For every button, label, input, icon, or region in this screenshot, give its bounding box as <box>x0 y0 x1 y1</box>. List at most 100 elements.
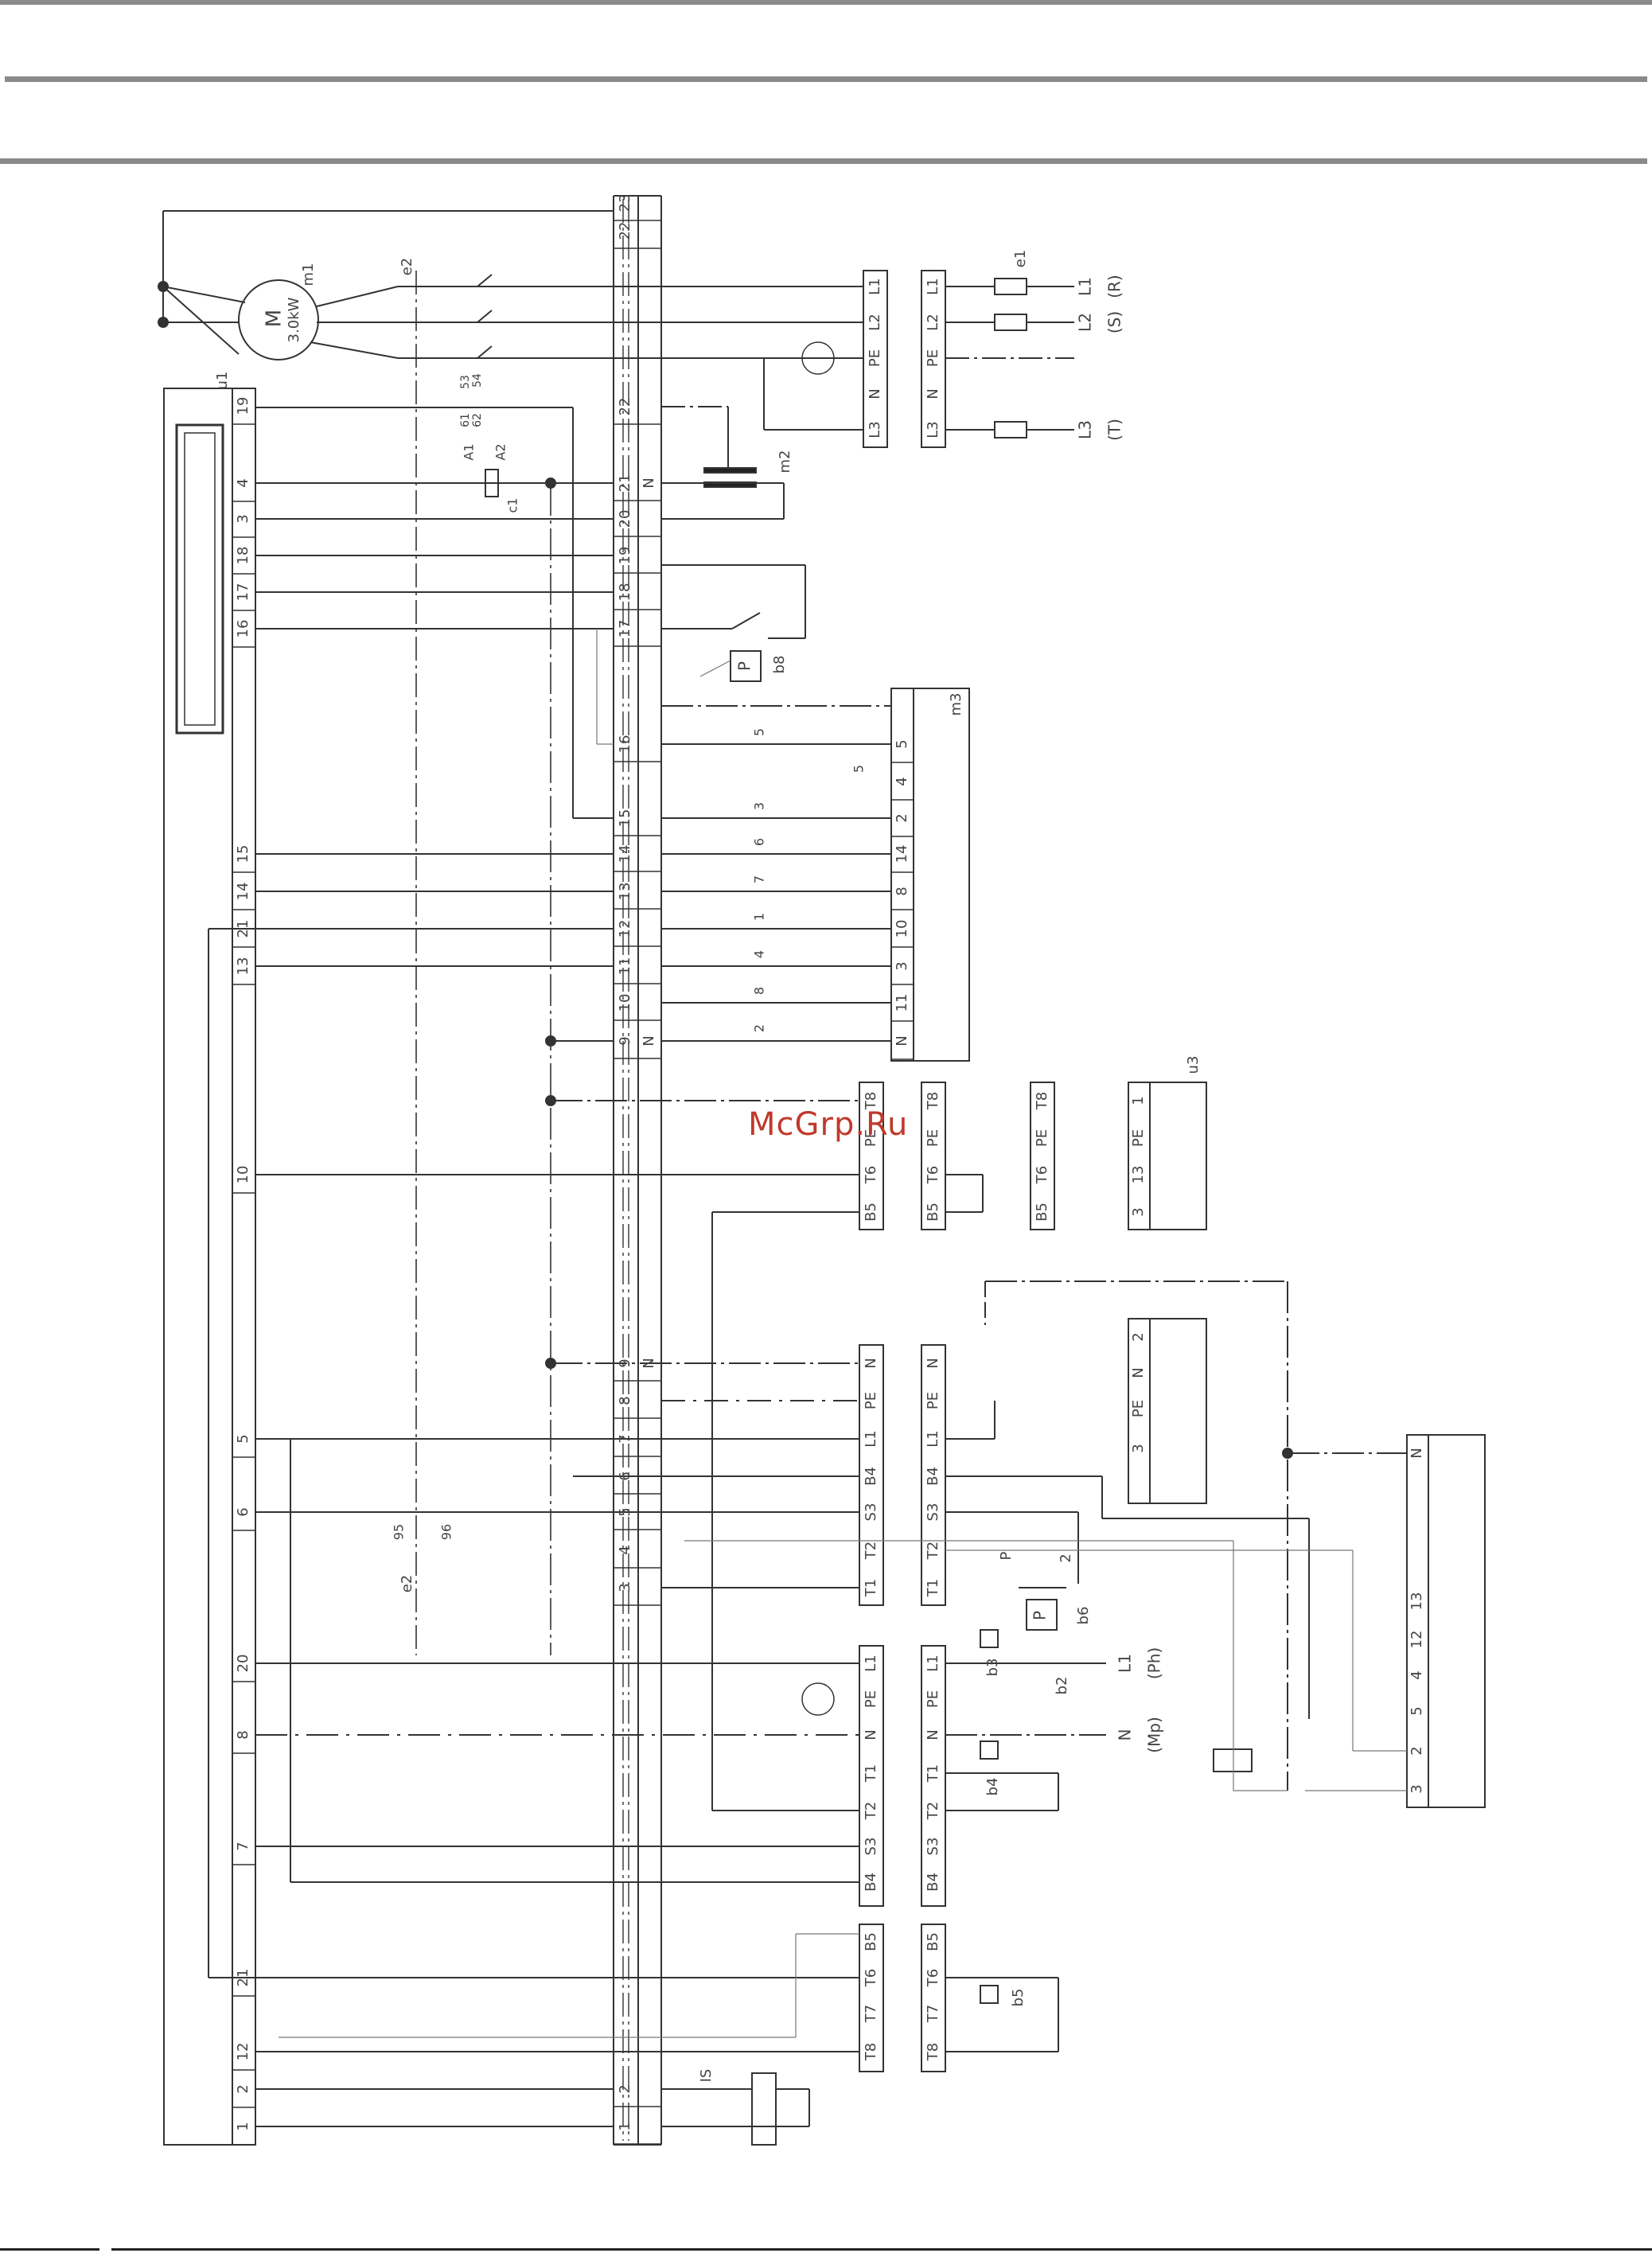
conn-d-right <box>921 1924 946 2072</box>
u1-terminal-label: 4 <box>235 478 251 487</box>
module-right-top <box>1128 1318 1207 1504</box>
conn-b-pin: S3 <box>863 1503 879 1522</box>
u1-terminal-label: 17 <box>235 583 251 602</box>
conn-b-pin: PE <box>925 1392 941 1409</box>
conn-d-pin: B5 <box>863 1932 879 1951</box>
main-strip-terminal: 2 <box>617 2084 633 2093</box>
u1-terminal-label: 2 <box>235 2084 251 2093</box>
fuse-block-ref: e1 <box>1012 250 1029 268</box>
m3-pin: 4 <box>894 777 910 785</box>
u3-pin: 3 <box>1130 1207 1147 1216</box>
m3-pin: 3 <box>894 961 910 970</box>
conn-u3-right <box>921 1082 946 1230</box>
footer-rule-right <box>111 2248 1652 2251</box>
m3-wire-label: 8 <box>752 987 767 995</box>
u1-terminal-label: 14 <box>235 883 251 901</box>
aux-contact-label: 61 <box>459 413 472 427</box>
conn-c-pin: PE <box>925 1690 941 1708</box>
main-strip-terminal: 10 <box>617 994 633 1012</box>
u1-terminal-label: 8 <box>235 1730 251 1739</box>
right-block-pin: 5 <box>1408 1706 1425 1715</box>
m3-pin: 5 <box>894 739 910 748</box>
module-u3-ref: u3 <box>1185 1056 1202 1074</box>
switch-b4-label: b4 <box>984 1778 1001 1796</box>
u1-terminal-label: 7 <box>235 1842 251 1850</box>
conn-b-pin: L1 <box>925 1430 941 1447</box>
supply-connector-left <box>863 270 888 448</box>
main-strip-terminal: 21 <box>617 474 633 493</box>
supply-pin-right: N <box>925 388 941 399</box>
m3-wire-label: 5 <box>752 728 767 736</box>
switch-is <box>751 2072 777 2146</box>
data-driven-labels: 1943181716151421131056208721122123222221… <box>214 194 1425 2146</box>
supply-pin-left: L3 <box>867 421 883 438</box>
main-strip-terminal: 22 <box>617 398 633 416</box>
conn-c-pin: L1 <box>863 1655 879 1671</box>
conn-c-pin: T1 <box>863 1764 879 1783</box>
footer-rule-left <box>0 2248 99 2251</box>
watermark: McGrp.Ru <box>748 1106 909 1143</box>
pump-module-ref: m3 <box>948 693 964 716</box>
right-block-pin: 3 <box>1408 1784 1425 1793</box>
b6-ref: b6 <box>1075 1607 1092 1625</box>
conn-b-pin: B4 <box>925 1467 941 1486</box>
supply-pin-right: L3 <box>925 421 941 438</box>
main-strip-terminal: 20 <box>617 510 633 528</box>
conn-c-pin: T1 <box>925 1764 941 1783</box>
motor-m1-circle <box>238 279 319 361</box>
supply2-line: L1 <box>1116 1654 1135 1673</box>
fuse-l1 <box>994 278 1027 295</box>
motor-symbol: M <box>263 310 286 327</box>
conn-c-pin: N <box>925 1729 941 1740</box>
conn-c-left <box>859 1645 884 1907</box>
main-strip-terminal: 12 <box>617 920 633 938</box>
b6-p-label: P <box>1031 1611 1050 1620</box>
u1-terminal-label: 13 <box>235 957 251 976</box>
main-strip-terminal: 7 <box>617 1434 633 1443</box>
switch-b3-label: b3 <box>984 1659 1001 1677</box>
supply-pin-left: PE <box>867 349 883 367</box>
conn-c-right <box>921 1645 946 1907</box>
conn-u3-pin: T8 <box>1034 1092 1050 1110</box>
right-block-pin: 12 <box>1408 1631 1425 1649</box>
conn-d-pin: T7 <box>863 2005 879 2023</box>
relay-box <box>1213 1748 1253 1772</box>
overload-ref: e2 <box>399 1575 415 1593</box>
conn-b-pin: T1 <box>925 1579 941 1597</box>
signal-wiring <box>279 629 1407 2038</box>
aux-contact-label: 62 <box>471 413 484 427</box>
coil-ref: c1 <box>505 498 520 513</box>
aux-contact-label: 54 <box>471 373 484 388</box>
conn-c-pin: L1 <box>925 1655 941 1671</box>
conn-d-pin: T8 <box>863 2043 879 2061</box>
conn-u3-pin: PE <box>863 1129 879 1147</box>
switch-b5 <box>980 1985 999 2004</box>
m3-wire-label: 2 <box>752 1024 767 1032</box>
conn-b-right <box>921 1344 946 1606</box>
main-strip-terminal: 22 <box>617 222 633 240</box>
conn-u3-pin: T6 <box>1034 1166 1050 1184</box>
supply-pin-left: L2 <box>867 314 883 330</box>
main-strip-terminal: 17 <box>617 620 633 638</box>
switch-b5-label: b5 <box>1010 1989 1027 2007</box>
u1-terminal-label: 16 <box>235 620 251 638</box>
conn-d-pin: T7 <box>925 2005 941 2023</box>
main-strip-terminal: 23 <box>617 194 633 212</box>
top-rule <box>0 0 1652 5</box>
pressure-switch-label: b8 <box>771 656 788 674</box>
aux-contact-label: 53 <box>459 375 472 389</box>
m3-pin: N <box>894 1035 910 1046</box>
jumper-label: 5 <box>851 765 867 773</box>
conn-u3-pin: B5 <box>863 1203 879 1222</box>
conn-d-pin: T6 <box>863 1969 879 1987</box>
switch-b3 <box>980 1629 999 1648</box>
module-u3 <box>1128 1082 1207 1230</box>
static-wiring <box>158 195 1486 2146</box>
supply-pin-right: L2 <box>925 314 941 330</box>
m3-wire-label: 1 <box>752 913 767 921</box>
supply-phase-label: (S) <box>1105 311 1124 333</box>
main-strip-terminal: 18 <box>617 583 633 602</box>
supply-pin-right: PE <box>925 349 941 367</box>
main-strip-mark: N <box>641 1035 657 1046</box>
u1-terminal-label: 21 <box>235 920 251 938</box>
